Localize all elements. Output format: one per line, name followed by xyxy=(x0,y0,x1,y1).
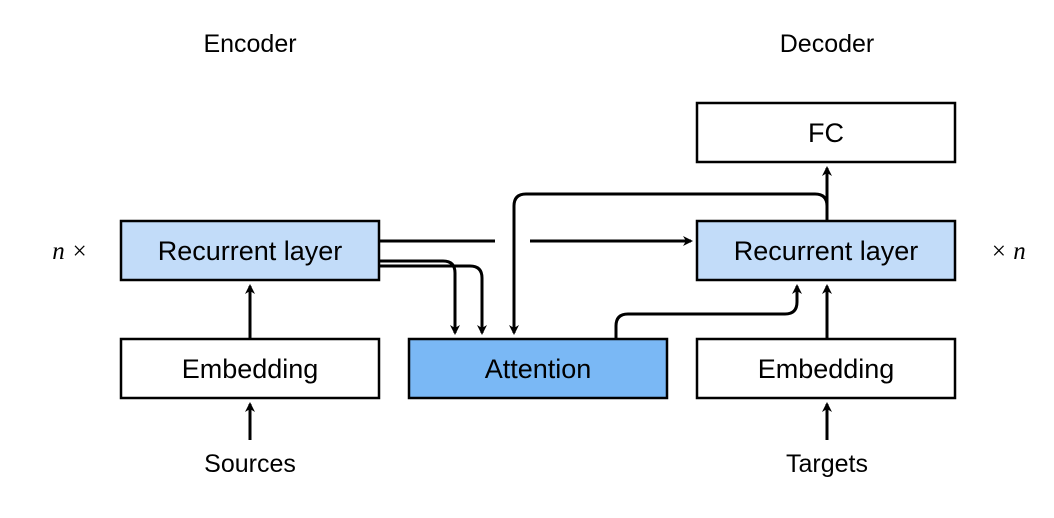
decoder-state-to-attention-arrow xyxy=(509,192,829,335)
encoder-recurrent-layer-box xyxy=(119,219,381,282)
decoder-fc-box xyxy=(695,101,957,164)
encoder-output-to-attention-arrow-2 xyxy=(379,264,487,335)
targets-label: Targets xyxy=(786,450,868,478)
decoder-embedding-label: Embedding xyxy=(758,354,895,384)
sources-label: Sources xyxy=(204,450,296,478)
encoder-embedding-label: Embedding xyxy=(182,354,319,384)
encoder-recurrent-layer-label: Recurrent layer xyxy=(158,236,343,266)
decoder-embedding-box xyxy=(695,337,957,400)
encoder-title: Encoder xyxy=(203,30,296,58)
encoder-repeat-label: n × xyxy=(52,238,88,265)
decoder-repeat-label: × n xyxy=(990,238,1026,265)
attention-box xyxy=(407,337,669,400)
attention-to-decoder-recurrent-arrow xyxy=(614,284,802,339)
decoder-recurrent-layer-box xyxy=(695,219,957,282)
decoder-fc-label: FC xyxy=(808,118,844,148)
decoder-recurrent-layer-label: Recurrent layer xyxy=(734,236,919,266)
encoder-output-to-attention-arrow-1 xyxy=(379,259,460,335)
attention-label: Attention xyxy=(485,354,592,384)
decoder-title: Decoder xyxy=(780,30,875,58)
encoder-embedding-box xyxy=(119,337,381,400)
